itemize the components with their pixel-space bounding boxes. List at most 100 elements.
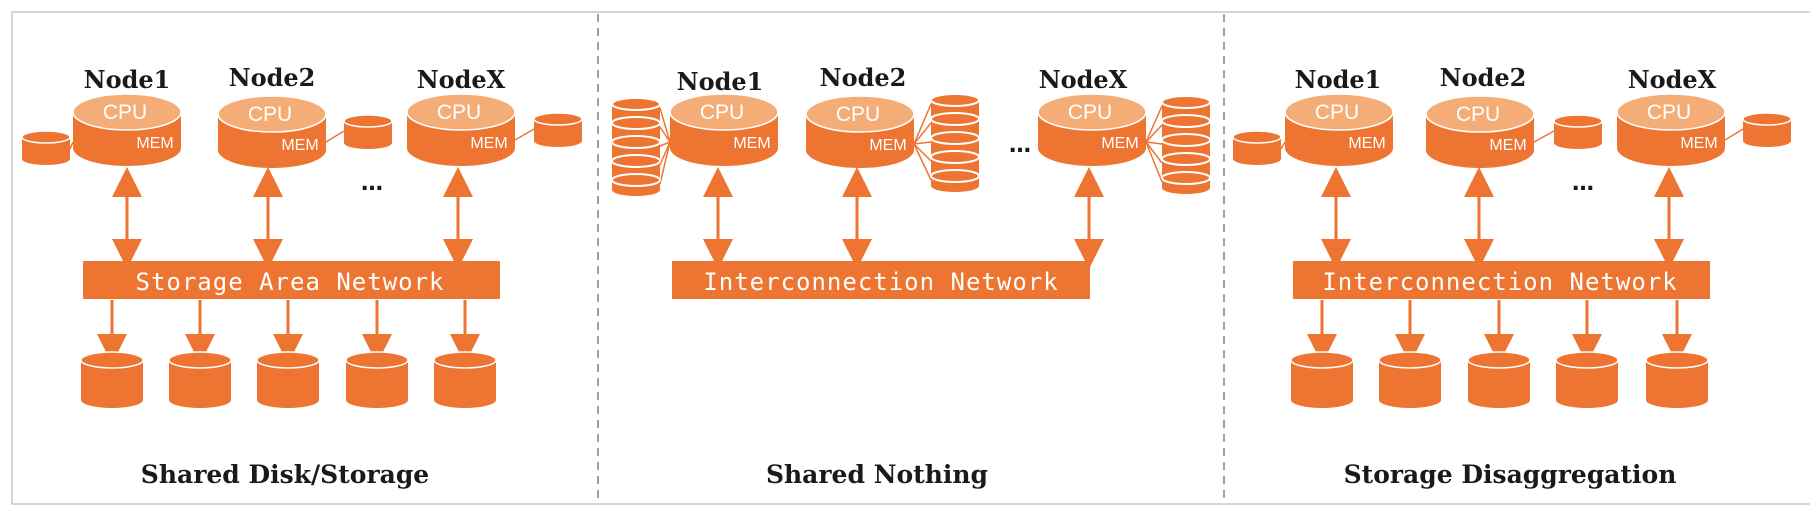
cpu-label: CPU bbox=[1647, 101, 1691, 124]
cpu-label: CPU bbox=[248, 103, 292, 126]
cylinder-body bbox=[169, 360, 231, 408]
disk-platter bbox=[611, 116, 661, 130]
disk-link bbox=[325, 130, 345, 143]
local-disk-stack bbox=[611, 97, 661, 196]
disk-link bbox=[659, 107, 671, 143]
cylinder-body bbox=[1646, 360, 1708, 408]
disk-link bbox=[1145, 141, 1163, 164]
cylinder-body bbox=[1554, 121, 1602, 149]
mem-label: MEM bbox=[1489, 137, 1526, 154]
disk-link bbox=[659, 141, 671, 185]
disk-platter bbox=[930, 169, 980, 183]
cylinder-body bbox=[1743, 119, 1791, 147]
cpu-node bbox=[1425, 95, 1535, 168]
shared-disk bbox=[1467, 351, 1531, 408]
cpu-label: CPU bbox=[103, 101, 147, 124]
cylinder-body bbox=[257, 360, 319, 408]
cpu-node bbox=[805, 95, 915, 168]
panel-shared-nothing: Node1 Node2 NodeX … Interconnection Netw… bbox=[677, 63, 1128, 489]
local-disk-stack bbox=[1161, 95, 1211, 194]
cylinder-top bbox=[406, 93, 516, 131]
cylinder-top bbox=[1425, 95, 1535, 133]
mem-label: MEM bbox=[733, 135, 770, 152]
shared-disk bbox=[1378, 351, 1442, 408]
cpu-node bbox=[1616, 93, 1726, 166]
node-label-node1: Node1 bbox=[1295, 65, 1382, 94]
network-label: Interconnection Network bbox=[703, 268, 1058, 296]
ellipsis: … bbox=[1572, 171, 1594, 196]
node-label-node1: Node1 bbox=[84, 65, 171, 94]
network-label: Storage Area Network bbox=[136, 268, 445, 296]
cpu-node bbox=[72, 93, 182, 166]
cylinder-top bbox=[168, 351, 232, 369]
cylinder-body bbox=[344, 121, 392, 149]
disk-link bbox=[1145, 124, 1163, 143]
local-disk bbox=[533, 112, 583, 147]
cylinder-top bbox=[1553, 114, 1603, 128]
node-text: CPUMEMCPUMEMCPUMEMCPUMEMCPUMEMCPUMEMCPUM… bbox=[103, 101, 1718, 154]
local-disk bbox=[1742, 112, 1792, 147]
cylinder-top bbox=[805, 95, 915, 133]
cylinder-top bbox=[1555, 351, 1619, 369]
panel-caption: Shared Nothing bbox=[766, 460, 988, 489]
cpu-label: CPU bbox=[836, 103, 880, 126]
panel-caption: Shared Disk/Storage bbox=[141, 460, 429, 489]
shared-disk bbox=[168, 351, 232, 408]
panel-shared-disk: Node1 Node2 NodeX … Storage Area Network… bbox=[84, 63, 506, 489]
disk-platter bbox=[930, 112, 980, 126]
mem-label: MEM bbox=[1680, 135, 1717, 152]
disk-link bbox=[69, 141, 74, 150]
node-label-node1: Node1 bbox=[677, 67, 764, 96]
cylinder-top bbox=[1284, 93, 1394, 131]
cpu-label: CPU bbox=[1315, 101, 1359, 124]
ellipsis: … bbox=[361, 171, 383, 196]
cpu-node bbox=[406, 93, 516, 166]
local-disk bbox=[343, 114, 393, 149]
local-disk bbox=[1232, 130, 1282, 165]
diagram-frame bbox=[11, 11, 1810, 505]
disk-platter bbox=[611, 97, 661, 111]
panel-storage-disaggregation: Node1 Node2 NodeX … Interconnection Netw… bbox=[1295, 63, 1717, 489]
diagram-shapes bbox=[21, 93, 1792, 408]
shared-disk bbox=[433, 351, 497, 408]
node-label-node2: Node2 bbox=[820, 63, 907, 92]
disk-link bbox=[913, 141, 932, 145]
cylinder-body bbox=[434, 360, 496, 408]
cylinder-body bbox=[1468, 360, 1530, 408]
cylinder-top bbox=[669, 93, 779, 131]
node-label-node2: Node2 bbox=[1440, 63, 1527, 92]
disk-platter bbox=[611, 135, 661, 149]
cpu-node bbox=[1037, 93, 1147, 166]
disk-link bbox=[1145, 141, 1163, 183]
disk-platter bbox=[930, 131, 980, 145]
disk-platter bbox=[1161, 171, 1211, 185]
cylinder-body bbox=[346, 360, 408, 408]
disk-platter bbox=[930, 150, 980, 164]
shared-disk bbox=[256, 351, 320, 408]
cpu-node bbox=[1284, 93, 1394, 166]
cpu-node bbox=[669, 93, 779, 166]
network-label: Interconnection Network bbox=[1322, 268, 1677, 296]
network-bar bbox=[672, 261, 1090, 299]
cylinder-top bbox=[1232, 130, 1282, 144]
local-disk-stack bbox=[930, 93, 980, 192]
shared-disk bbox=[345, 351, 409, 408]
cylinder-top bbox=[533, 112, 583, 126]
cpu-label: CPU bbox=[700, 101, 744, 124]
node-label-node2: Node2 bbox=[229, 63, 316, 92]
cylinder-top bbox=[1742, 112, 1792, 126]
cylinder-top bbox=[217, 95, 327, 133]
mem-label: MEM bbox=[470, 135, 507, 152]
node-label-nodex: NodeX bbox=[1039, 65, 1128, 94]
cylinder-body bbox=[81, 360, 143, 408]
cylinder-top bbox=[80, 351, 144, 369]
cylinder-top bbox=[345, 351, 409, 369]
shared-disk bbox=[1645, 351, 1709, 408]
cylinder-top bbox=[1037, 93, 1147, 131]
disk-link bbox=[913, 103, 932, 145]
network-bar bbox=[1293, 261, 1710, 299]
mem-label: MEM bbox=[869, 137, 906, 154]
cylinder-top bbox=[256, 351, 320, 369]
disk-platter bbox=[1161, 133, 1211, 147]
